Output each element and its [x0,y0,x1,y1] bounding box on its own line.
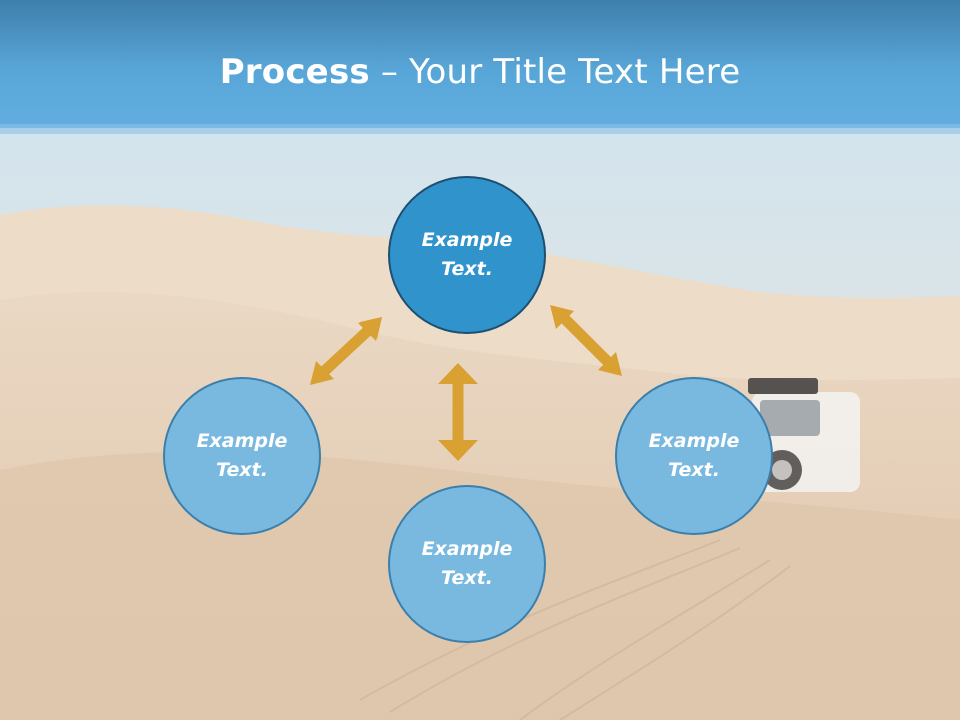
node-left-label: Example Text. [196,430,288,481]
node-bottom-label: Example Text. [421,538,513,589]
slide-title: Process – Your Title Text Here [0,52,960,92]
slide-title-rest: – Your Title Text Here [369,52,741,92]
node-right-label: Example Text. [648,430,740,481]
process-node-bottom[interactable]: Example Text. [388,485,546,643]
process-node-right[interactable]: Example Text. [615,377,773,535]
process-node-left[interactable]: Example Text. [163,377,321,535]
node-top-label: Example Text. [421,229,513,280]
slide-title-bold: Process [219,52,370,92]
process-node-top[interactable]: Example Text. [388,176,546,334]
